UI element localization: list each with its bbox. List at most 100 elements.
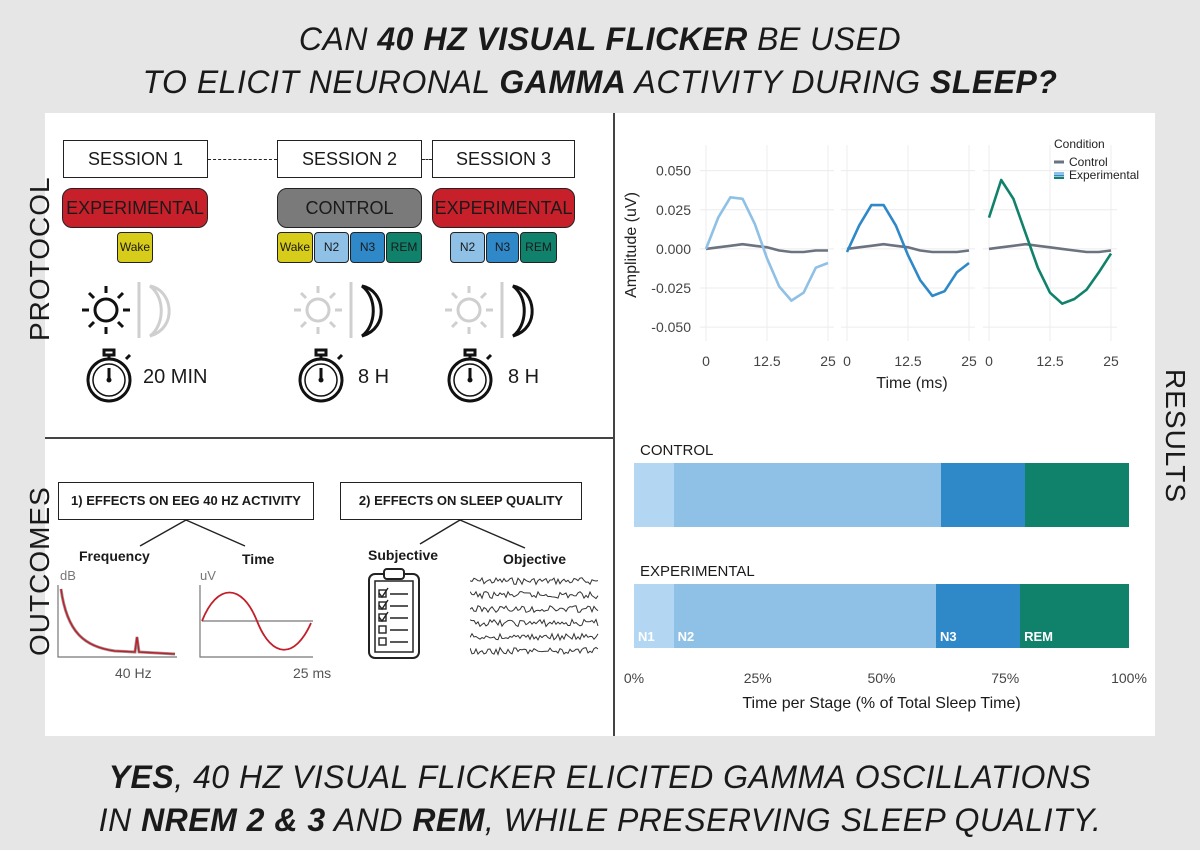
- x-tick-label: 25: [820, 353, 836, 369]
- s1-sun-moon-icon: [82, 282, 171, 338]
- y-tick-label: 0.025: [656, 202, 691, 218]
- x-tick-label: 25: [961, 353, 977, 369]
- x-tick-label: 0: [985, 353, 993, 369]
- session-3-condition: EXPERIMENTAL: [432, 188, 575, 228]
- title-line-2-run-0: TO ELICIT NEURONAL: [142, 64, 500, 100]
- clipboard-icon: [368, 568, 420, 659]
- title-line-2-run-1: GAMMA: [499, 64, 627, 100]
- spectrum-illustration: [57, 585, 177, 658]
- bar-segment-n2: N2: [673, 584, 937, 648]
- bar-segment-rem: REM: [1020, 584, 1130, 648]
- s3-stage-n2: N2: [450, 232, 485, 263]
- outcome-branch-lines: [139, 519, 526, 549]
- title-line-1-run-2: BE USED: [747, 21, 902, 57]
- s2-stage-rem: REM: [386, 232, 422, 263]
- bar-x-tick: 25%: [743, 670, 772, 686]
- s2-stage-n3: N3: [350, 232, 385, 263]
- title-line-1-run-1: 40 HZ VISUAL FLICKER: [377, 21, 748, 57]
- waveform-illustration: [199, 585, 313, 658]
- segment-label-n3: N3: [939, 629, 957, 644]
- conclusion-line-2-run-1: NREM 2 & 3: [141, 802, 326, 838]
- conclusion-line-1-run-0: YES: [108, 759, 175, 795]
- y-tick-label: 0.000: [656, 241, 691, 257]
- series-experimental-n3: [845, 203, 970, 298]
- x-tick-label: 0: [843, 353, 851, 369]
- legend-swatch-experimental-n2: [1054, 172, 1064, 174]
- bar-segment-n3: N3: [935, 584, 1021, 648]
- vertical-divider: [613, 113, 615, 736]
- y-tick-label: -0.025: [651, 280, 691, 296]
- title-line-2: TO ELICIT NEURONAL GAMMA ACTIVITY DURING…: [0, 61, 1200, 104]
- eeg-trace-1: [470, 576, 599, 586]
- s3-sun-moon-icon: [445, 282, 534, 338]
- hz-tick: 40 Hz: [115, 665, 152, 681]
- eeg-trace-5: [470, 632, 599, 642]
- series-control-n3: [846, 242, 970, 254]
- bar-segment-n2: [673, 463, 942, 527]
- bar-x-tick: 100%: [1111, 670, 1147, 686]
- ms-tick: 25 ms: [293, 665, 332, 681]
- conclusion-line-2-run-0: IN: [98, 802, 142, 838]
- s1-duration: 20 MIN: [143, 366, 208, 388]
- legend-swatch-experimental-n3: [1054, 174, 1064, 177]
- s3-stage-rem: REM: [520, 232, 557, 263]
- eeg-trace-6: [470, 646, 599, 656]
- legend-title: Condition: [1054, 137, 1105, 151]
- control-bar: [634, 463, 1130, 527]
- objective-label: Objective: [503, 551, 567, 567]
- db-axis-label: dB: [60, 568, 76, 583]
- s1-stopwatch-icon: [86, 348, 132, 403]
- y-tick-label: -0.050: [651, 319, 691, 335]
- x-tick-label: 0: [702, 353, 710, 369]
- bar-segment-rem: [1025, 463, 1130, 527]
- conclusion-line-1: YES, 40 HZ VISUAL FLICKER ELICITED GAMMA…: [0, 756, 1200, 799]
- y-axis-title: Amplitude (uV): [623, 192, 640, 298]
- s3-stopwatch-icon: [447, 348, 493, 403]
- title-line-1: CAN 40 HZ VISUAL FLICKER BE USED: [0, 18, 1200, 61]
- conclusion-line-2-run-2: AND: [325, 802, 413, 838]
- x-tick-label: 12.5: [894, 353, 921, 369]
- session-3-box: SESSION 3: [432, 140, 575, 178]
- bar-segment-n3: [940, 463, 1026, 527]
- session-connector-2: [422, 159, 432, 160]
- conclusion-line-2-run-4: , WHILE PRESERVING SLEEP QUALITY.: [484, 802, 1102, 838]
- legend-label-control: Control: [1069, 155, 1108, 169]
- series-experimental-n2: [704, 196, 829, 302]
- s3-stage-n3: N3: [486, 232, 519, 263]
- session-2-box: SESSION 2: [277, 140, 422, 178]
- bar-category-control: CONTROL: [640, 442, 714, 459]
- segment-label-rem: REM: [1024, 629, 1053, 644]
- eeg-effects-box: 1) EFFECTS ON EEG 40 HZ ACTIVITY: [58, 482, 314, 520]
- session-2-condition: CONTROL: [277, 188, 422, 228]
- legend-label-experimental: Experimental: [1069, 168, 1139, 182]
- series-control-rem: [988, 242, 1112, 254]
- segment-label-n1: N1: [638, 629, 655, 644]
- conclusion-line-2-run-3: REM: [412, 802, 485, 838]
- horizontal-divider: [45, 437, 613, 439]
- s2-stage-n2: N2: [314, 232, 349, 263]
- subjective-label: Subjective: [368, 547, 439, 563]
- s2-stopwatch-icon: [298, 348, 344, 403]
- eeg-trace-4: [470, 618, 599, 628]
- conclusion-line-2: IN NREM 2 & 3 AND REM, WHILE PRESERVING …: [0, 799, 1200, 842]
- s3-duration: 8 H: [508, 366, 540, 388]
- protocol-label: PROTOCOL: [24, 176, 55, 341]
- series-experimental-rem: [987, 178, 1113, 305]
- s1-stage-wake: Wake: [117, 232, 153, 263]
- bar-x-tick: 75%: [991, 670, 1020, 686]
- frequency-label: Frequency: [79, 548, 150, 564]
- x-axis-title: Time (ms): [876, 375, 947, 392]
- bar-category-experimental: EXPERIMENTAL: [640, 563, 755, 580]
- x-tick-label: 12.5: [753, 353, 780, 369]
- eeg-trace-2: [470, 590, 599, 600]
- bar-x-axis-title: Time per Stage (% of Total Sleep Time): [742, 695, 1021, 712]
- y-tick-label: 0.050: [656, 163, 691, 179]
- conclusion-line-1-run-1: , 40 HZ VISUAL FLICKER ELICITED GAMMA OS…: [174, 759, 1092, 795]
- s2-stage-wake: Wake: [277, 232, 313, 263]
- bar-x-tick: 0%: [623, 670, 645, 686]
- legend-swatch-experimental-rem: [1054, 177, 1064, 179]
- series-control-n2: [705, 242, 828, 254]
- title-line-1-run-0: CAN: [298, 21, 378, 57]
- erp-line-chart: 0.050 0.025 0.000 -0.025 -0.050 0 12.5 25 0 12.5 2…: [623, 137, 1139, 392]
